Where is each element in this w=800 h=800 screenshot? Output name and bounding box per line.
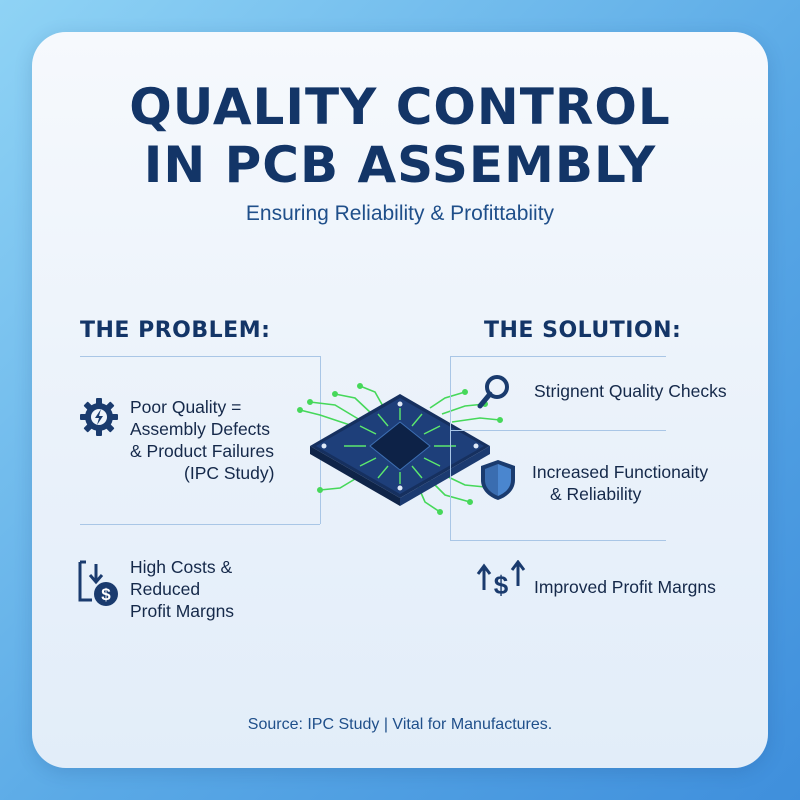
problem-item-2-text: High Costs & Reduced Profit Margns bbox=[130, 557, 235, 621]
svg-text:$: $ bbox=[494, 570, 509, 600]
solution-divider-bottom bbox=[450, 540, 666, 541]
title-line-2: IN PCB ASSEMBLY bbox=[143, 136, 657, 194]
magnifier-icon bbox=[474, 372, 514, 412]
solution-heading: THE SOLUTION: bbox=[484, 318, 682, 343]
circuit-chip-illustration bbox=[280, 380, 520, 520]
solution-divider-vertical bbox=[450, 356, 451, 540]
problem-item-1-text: Poor Quality = Assembly Defects & Produc… bbox=[130, 397, 275, 483]
svg-text:$: $ bbox=[101, 585, 111, 604]
gear-lightning-icon bbox=[78, 396, 120, 438]
shield-icon bbox=[478, 458, 518, 502]
problem-heading: THE PROBLEM: bbox=[80, 318, 271, 343]
title-line-1: QUALITY CONTROL bbox=[129, 78, 671, 136]
subtitle: Ensuring Reliability & Profittabiity bbox=[245, 202, 555, 225]
solution-item-1-text: Strignent Quality Checks bbox=[534, 381, 727, 401]
problem-divider-bottom bbox=[80, 524, 320, 525]
solution-divider-top bbox=[450, 356, 666, 357]
cost-down-dollar-icon: $ bbox=[76, 556, 122, 608]
problem-divider-top bbox=[80, 356, 320, 357]
solution-item-2-text: Increased Functionaity & Reliability bbox=[532, 462, 709, 504]
solution-item-3-text: Improved Profit Margns bbox=[534, 577, 716, 597]
footer-source: Source: IPC Study | Vital for Manufactur… bbox=[247, 716, 553, 733]
dollar-arrows-up-icon: $ bbox=[476, 559, 526, 600]
solution-divider-middle bbox=[450, 430, 666, 431]
